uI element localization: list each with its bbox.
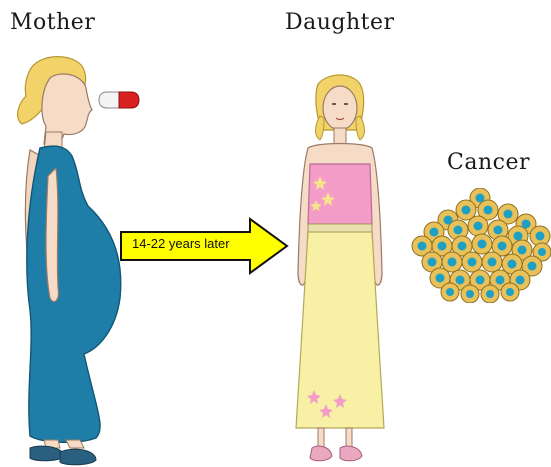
daughter-label: Daughter	[285, 10, 395, 35]
mother-label: Mother	[10, 10, 95, 35]
cancer-label: Cancer	[447, 150, 530, 175]
arrow-label: 14-22 years later	[132, 236, 230, 251]
cancer-cells-cluster	[408, 188, 551, 303]
daughter-illustration	[280, 72, 400, 467]
pill-icon	[97, 90, 141, 110]
